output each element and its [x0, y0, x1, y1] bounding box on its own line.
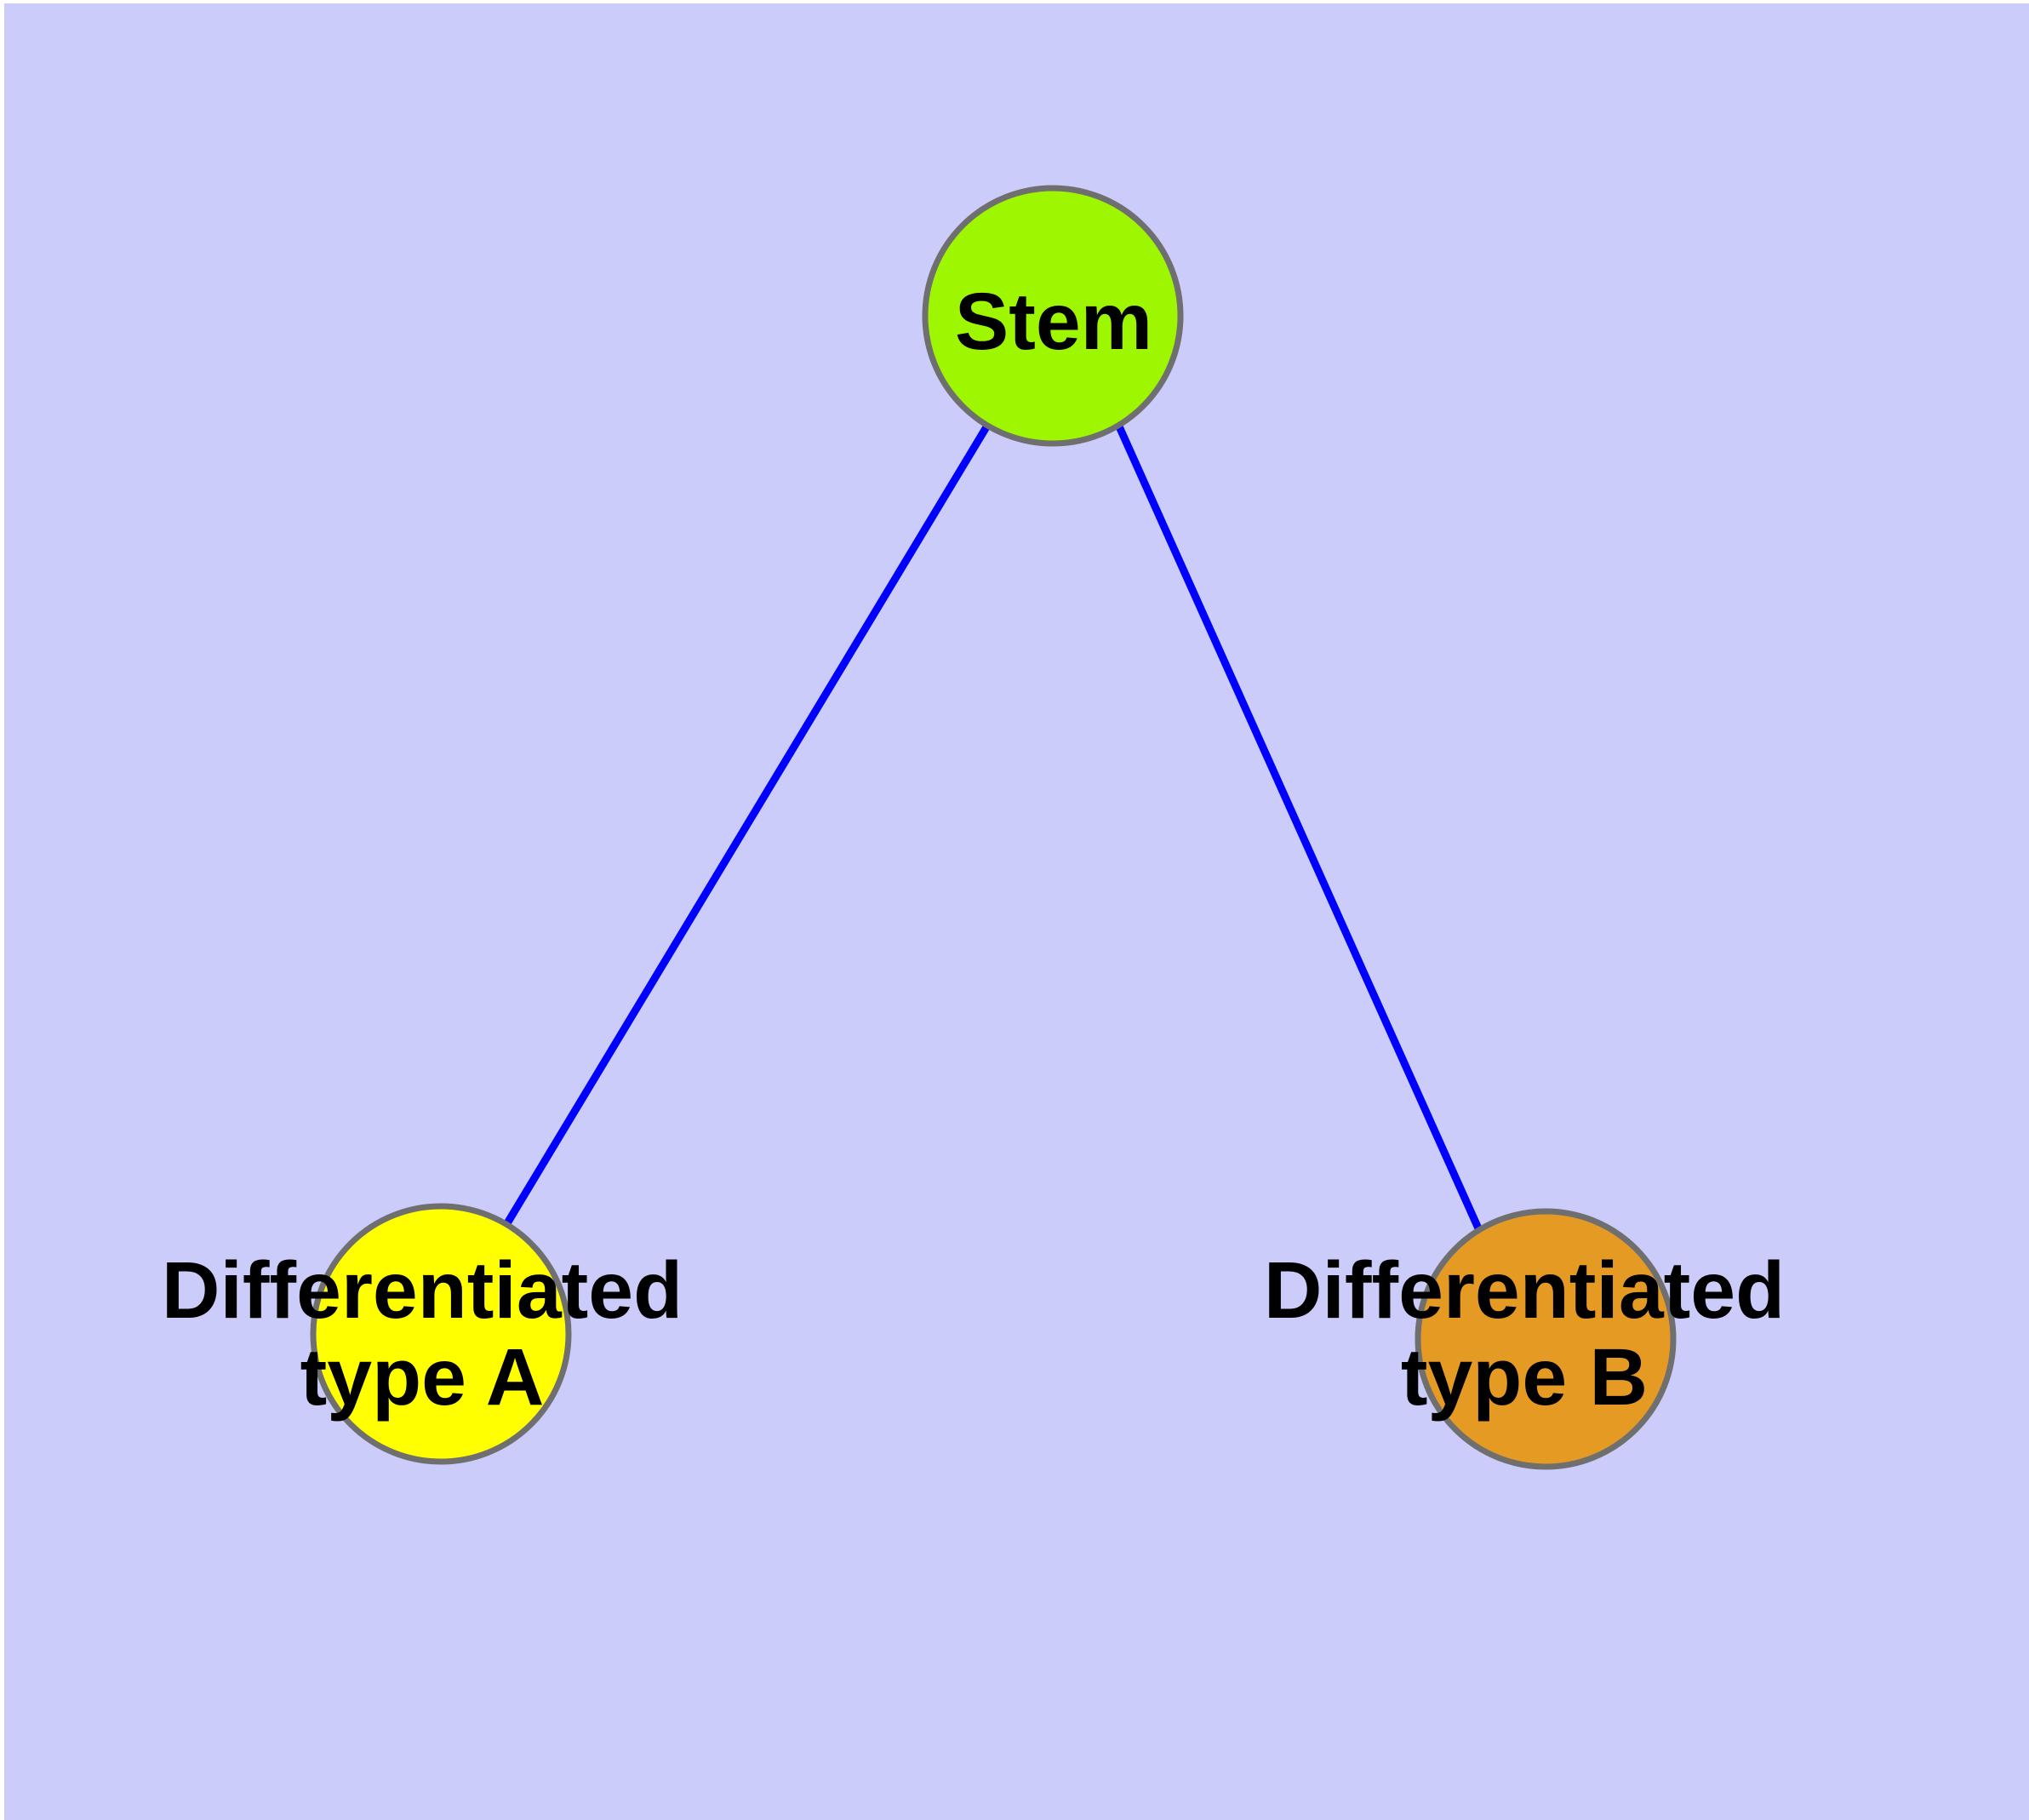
- nodes-group: [310, 185, 1677, 1470]
- node-differentiated-type-b[interactable]: [1415, 1208, 1677, 1470]
- edge-stem-to-differentiated-type-b: [1115, 425, 1483, 1230]
- node-stem[interactable]: [922, 185, 1184, 447]
- node-label-differentiated-type-b-line-1: Differentiated: [1264, 1245, 1785, 1336]
- edge-stem-to-differentiated-type-a: [504, 423, 991, 1226]
- labels-group: Stem Differentiated type A Differentiate…: [162, 277, 1785, 1422]
- node-label-differentiated-type-a-line-2: type A: [300, 1332, 545, 1422]
- node-label-differentiated-type-b-line-2: type B: [1401, 1332, 1648, 1422]
- edges-group: [504, 423, 1483, 1230]
- node-label-differentiated-type-a-line-1: Differentiated: [162, 1245, 683, 1336]
- node-label-stem: Stem: [955, 277, 1152, 367]
- node-differentiated-type-a[interactable]: [310, 1203, 572, 1465]
